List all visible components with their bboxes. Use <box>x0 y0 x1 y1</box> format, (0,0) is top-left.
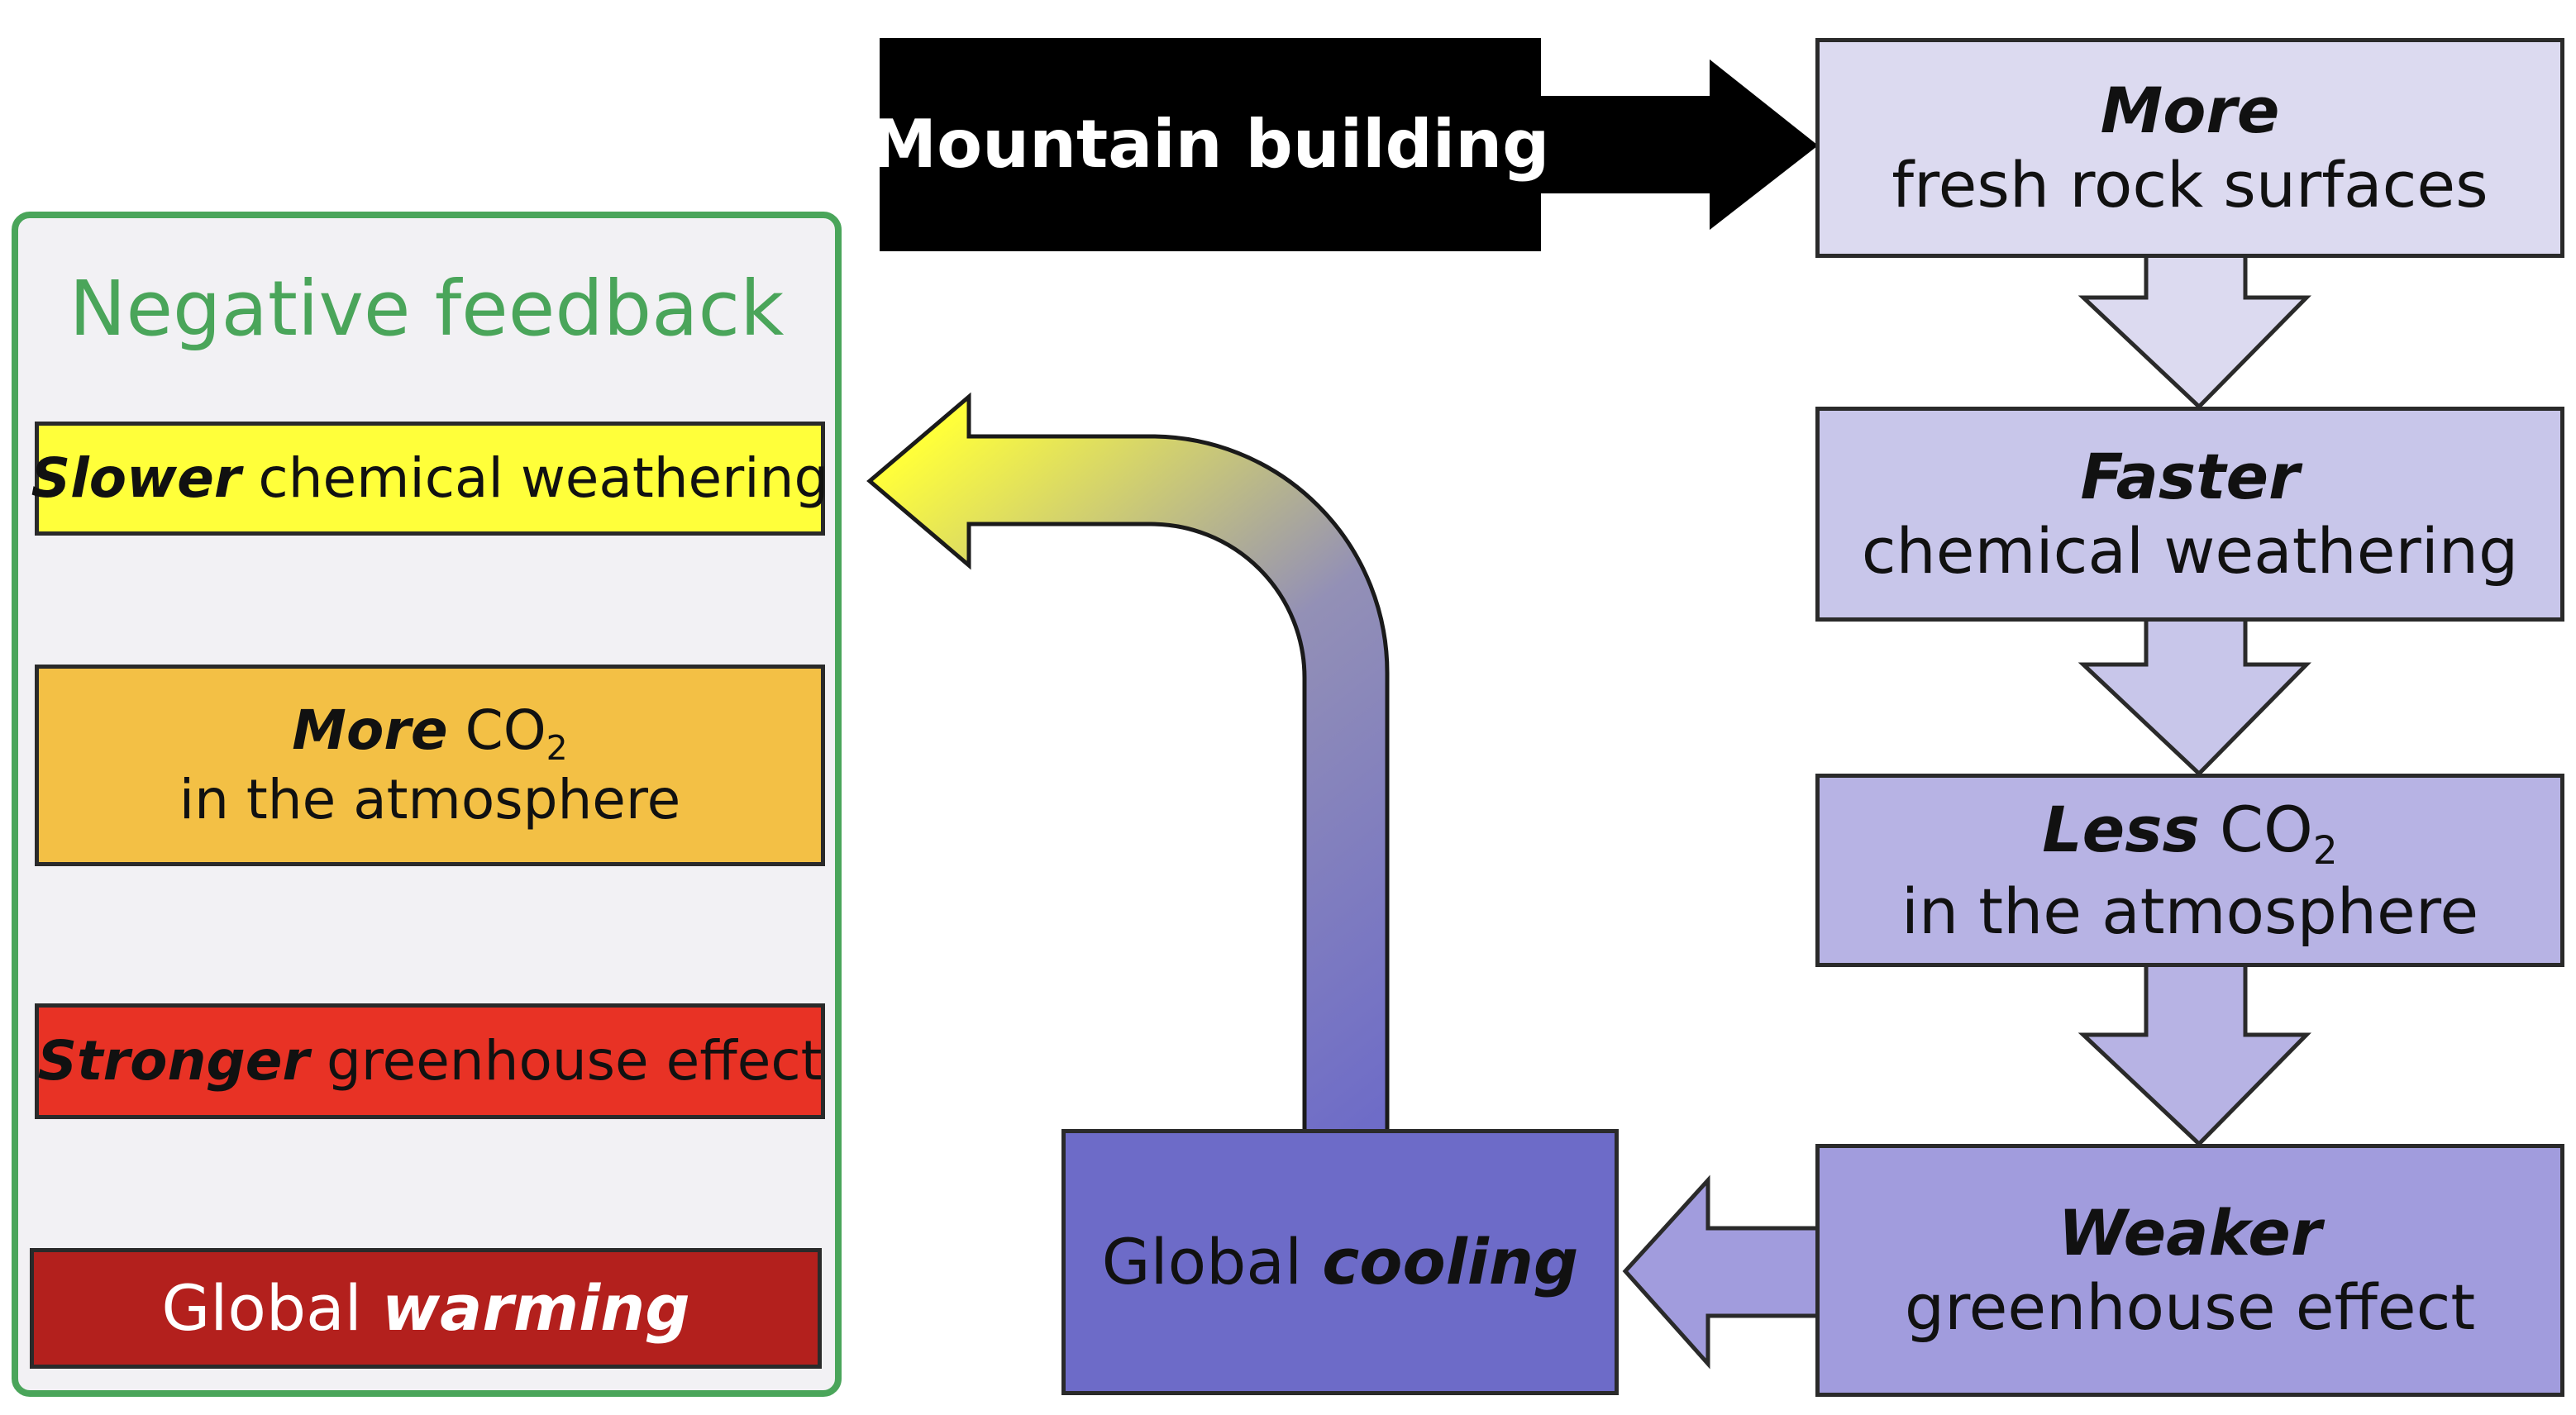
chain-box-1-text: fresh rock surfaces <box>1891 148 2488 222</box>
feedback-box-4-prefix: Global <box>161 1271 362 1346</box>
feedback-box-2-heading: More CO2 <box>292 698 567 768</box>
arrow-to-cooling <box>1622 1174 1825 1370</box>
feedback-box-2-emphasis: More <box>292 698 448 762</box>
chain-box-4-text: greenhouse effect <box>1904 1270 2476 1344</box>
chain-box-4-emphasis: Weaker <box>2058 1196 2322 1270</box>
feedback-box-1-text: chemical weathering <box>258 446 829 511</box>
feedback-box-2-text: in the atmosphere <box>179 768 681 832</box>
global-cooling-label: Global cooling <box>1102 1225 1579 1299</box>
global-cooling-prefix: Global <box>1101 1225 1303 1299</box>
feedback-box-3-label: Stronger greenhouse effect <box>38 1029 823 1093</box>
chain-box-3-emphasis: Less <box>2042 792 2200 866</box>
chain-box-fresh-rock: More fresh rock surfaces <box>1815 38 2564 258</box>
chain-box-1-emphasis: More <box>2100 74 2280 148</box>
mountain-building-box: Mountain building <box>871 38 1549 251</box>
global-cooling-emphasis: cooling <box>1322 1225 1579 1299</box>
arrow-down-chain-2 <box>2077 620 2311 777</box>
feedback-box-2-subscript: 2 <box>546 727 568 768</box>
global-cooling-box: Global cooling <box>1061 1129 1619 1395</box>
feedback-box-3-emphasis: Stronger <box>37 1029 310 1093</box>
feedback-box-4-emphasis: warming <box>381 1271 690 1346</box>
chain-box-weaker-greenhouse: Weaker greenhouse effect <box>1815 1144 2564 1397</box>
chain-box-less-co2: Less CO2 in the atmosphere <box>1815 774 2564 967</box>
feedback-box-3-text: greenhouse effect <box>327 1029 823 1093</box>
chain-box-3-heading: Less CO2 <box>2042 793 2338 874</box>
feedback-box-stronger-greenhouse: Stronger greenhouse effect <box>35 1003 825 1119</box>
negative-feedback-title: Negative feedback <box>69 264 785 353</box>
mountain-building-label: Mountain building <box>871 105 1550 183</box>
feedback-box-4-label: Global warming <box>161 1271 689 1346</box>
arrow-mountain-to-rock <box>1536 59 1819 231</box>
feedback-box-slower-weathering: Slower chemical weathering <box>31 422 828 536</box>
chain-box-2-emphasis: Faster <box>2080 440 2300 514</box>
chain-box-3-co: CO <box>2219 792 2313 866</box>
arrow-down-chain-3 <box>2077 965 2311 1147</box>
chain-box-3-subscript: 2 <box>2312 827 2338 874</box>
chain-box-3-text: in the atmosphere <box>1901 874 2479 948</box>
chain-box-faster-weathering: Faster chemical weathering <box>1815 407 2564 622</box>
feedback-box-global-warming: Global warming <box>30 1248 822 1369</box>
feedback-box-more-co2: More CO2 in the atmosphere <box>35 665 825 866</box>
feedback-box-1-label: Slower chemical weathering <box>31 446 829 511</box>
feedback-box-2-co: CO <box>465 698 546 762</box>
chain-box-2-text: chemical weathering <box>1861 514 2519 588</box>
arrow-down-chain-1 <box>2077 253 2311 410</box>
feedback-box-1-emphasis: Slower <box>31 446 241 511</box>
arrow-curved-feedback <box>866 392 1390 1134</box>
